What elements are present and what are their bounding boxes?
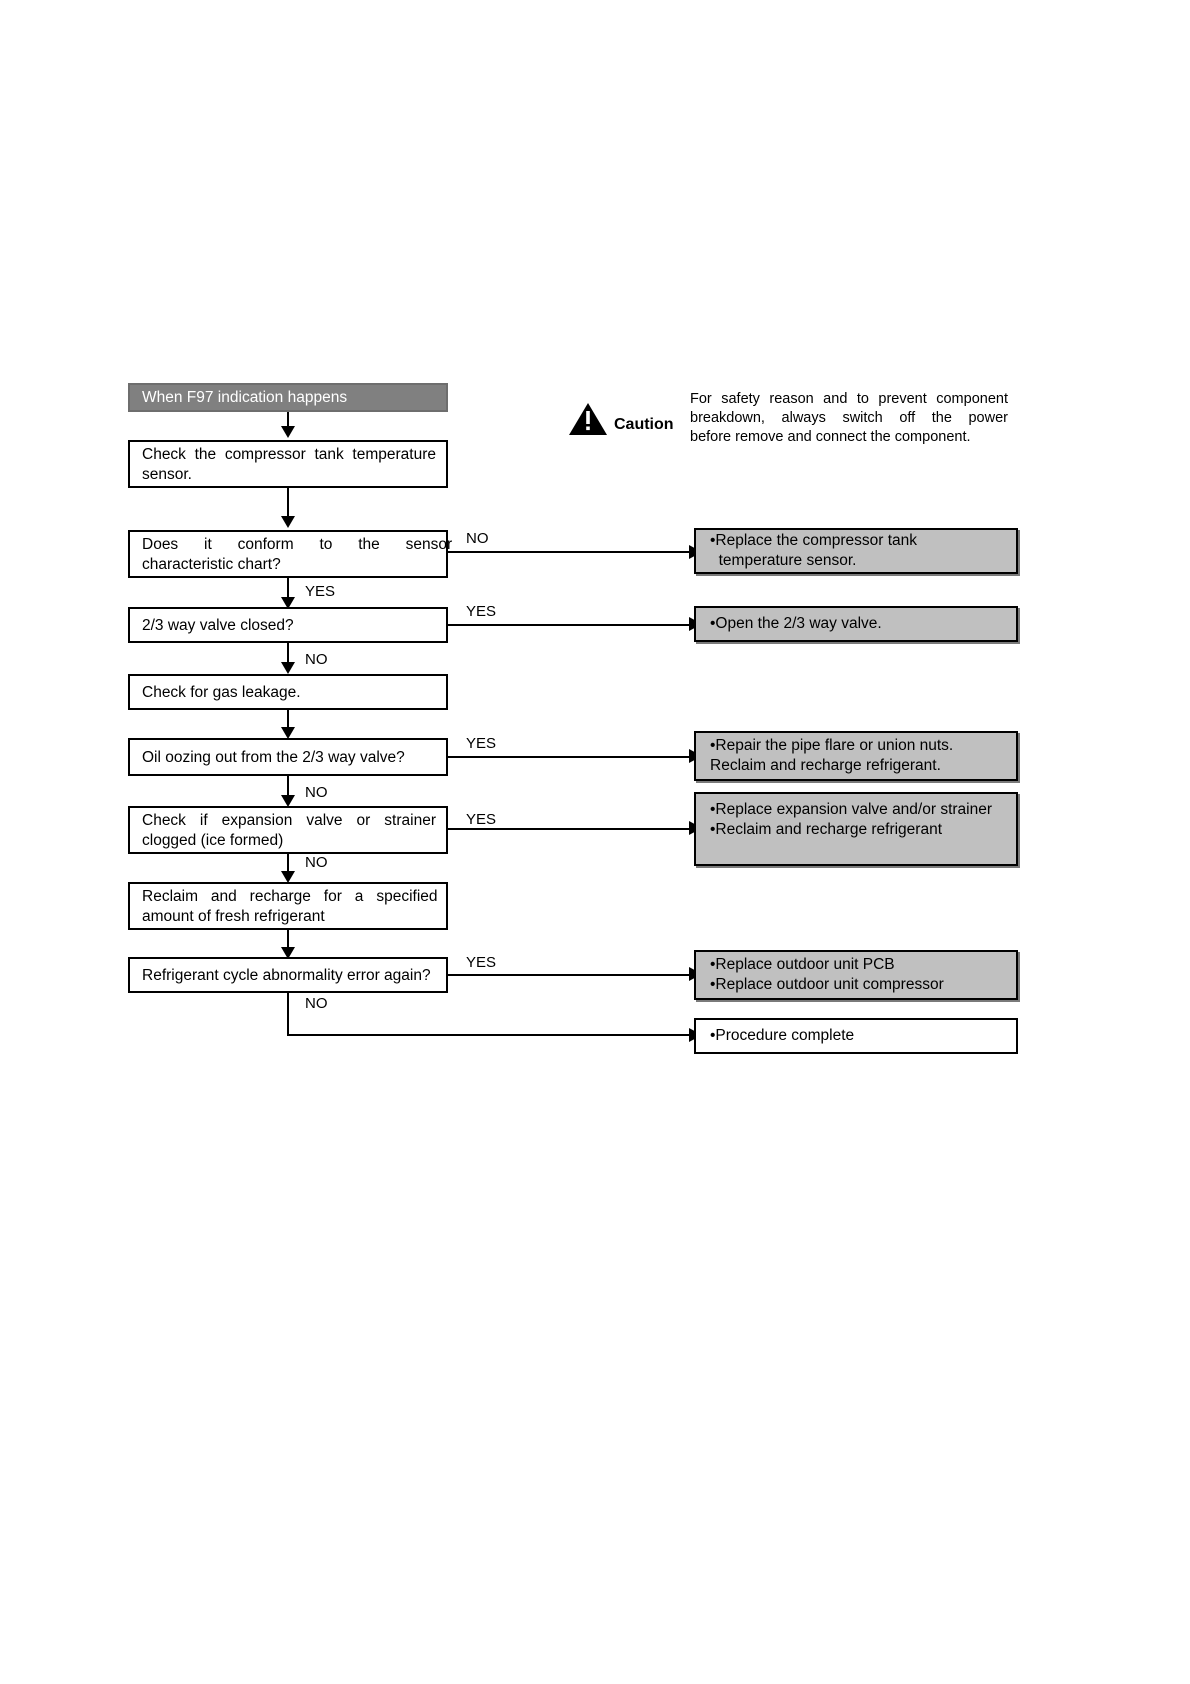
connector-abnormality-yes-horizontal	[448, 974, 691, 976]
action-replace-sensor: •Replace the compressor tank temperature…	[694, 528, 1018, 574]
step-abnormality-again-line-1: Refrigerant cycle abnormality error agai…	[142, 967, 431, 985]
step-oil-oozing: Oil oozing out from the 2/3 way valve?	[128, 738, 448, 776]
connector-abnormality-no-horizontal	[287, 1034, 691, 1036]
arrowhead-conform-yes	[281, 597, 295, 609]
action-replace-expansion-valve-line-2: •Reclaim and recharge refrigerant	[710, 821, 943, 839]
connector-conform-yes-vertical	[287, 578, 289, 600]
action-procedure-complete: •Procedure complete	[694, 1018, 1018, 1054]
step-valve-closed: 2/3 way valve closed?	[128, 607, 448, 643]
connector-oil-no-vertical	[287, 776, 289, 798]
branch-label-expansion-no: NO	[305, 854, 328, 871]
step-valve-closed-line-1: 2/3 way valve closed?	[142, 617, 294, 635]
step-check-sensor: Check the compressor tank temperature se…	[128, 440, 448, 488]
action-replace-sensor-line-1: •Replace the compressor tank	[710, 531, 918, 549]
connector-valve-no-vertical	[287, 643, 289, 665]
action-repair-pipe-flare-line-2: Reclaim and recharge refrigerant.	[710, 757, 941, 774]
connector-header-to-check-sensor	[287, 412, 289, 428]
flow-header-label: When F97 indication happens	[142, 388, 348, 406]
caution-line-1: For safety reason and to prevent compone…	[690, 391, 1008, 407]
action-replace-expansion-valve-line-1: •Replace expansion valve and/or strainer	[710, 801, 993, 818]
branch-label-expansion-yes: YES	[466, 811, 497, 828]
branch-label-oil-no: NO	[305, 784, 328, 801]
warning-triangle-icon	[568, 402, 608, 436]
action-replace-outdoor-pcb-line-2: •Replace outdoor unit compressor	[710, 976, 944, 993]
step-expansion-clogged-line-1: Check if expansion valve or strainer	[142, 812, 436, 830]
step-oil-oozing-line-1: Oil oozing out from the 2/3 way valve?	[142, 749, 405, 767]
step-conform-chart-line-1: Does it conform to the sensor	[142, 536, 453, 554]
caution-label: Caution	[614, 416, 674, 433]
arrowhead-gas-leak-to-oil	[281, 727, 295, 739]
branch-label-abnormality-yes: YES	[466, 954, 497, 971]
step-abnormality-again: Refrigerant cycle abnormality error agai…	[128, 957, 448, 993]
arrowhead-reclaim-to-abnormality	[281, 947, 295, 959]
action-replace-outdoor-pcb: •Replace outdoor unit PCB •Replace outdo…	[694, 950, 1018, 1000]
action-repair-pipe-flare: •Repair the pipe flare or union nuts. Re…	[694, 731, 1018, 781]
branch-label-abnormality-no: NO	[305, 995, 328, 1012]
action-replace-expansion-valve: •Replace expansion valve and/or strainer…	[694, 792, 1018, 866]
action-replace-outdoor-pcb-line-1: •Replace outdoor unit PCB	[710, 955, 895, 973]
connector-conform-no-horizontal	[448, 551, 691, 553]
step-reclaim-recharge: Reclaim and recharge for a specified amo…	[128, 882, 448, 930]
step-expansion-clogged-line-2: clogged (ice formed)	[142, 832, 284, 849]
step-check-gas-leak: Check for gas leakage.	[128, 674, 448, 710]
arrowhead-oil-no	[281, 795, 295, 807]
step-reclaim-recharge-line-2: amount of fresh refrigerant	[142, 908, 325, 925]
arrowhead-check-sensor-to-conform	[281, 516, 295, 528]
connector-check-sensor-to-conform	[287, 488, 289, 518]
caution-line-2: breakdown, always switch off the power	[690, 410, 1008, 427]
step-check-sensor-line-2: sensor.	[142, 466, 192, 483]
connector-reclaim-to-abnormality	[287, 930, 289, 950]
step-expansion-clogged: Check if expansion valve or strainer clo…	[128, 806, 448, 854]
flow-header-f97: When F97 indication happens	[128, 383, 448, 412]
branch-label-oil-yes: YES	[466, 735, 497, 752]
connector-gas-leak-to-oil	[287, 710, 289, 730]
action-open-valve: •Open the 2/3 way valve.	[694, 606, 1018, 642]
action-procedure-complete-line-1: •Procedure complete	[710, 1026, 855, 1044]
arrowhead-expansion-no	[281, 871, 295, 883]
action-open-valve-line-1: •Open the 2/3 way valve.	[710, 614, 882, 632]
action-replace-sensor-line-2: temperature sensor.	[710, 552, 857, 569]
arrowhead-header-to-check-sensor	[281, 426, 295, 438]
connector-abnormality-no-vertical	[287, 993, 289, 1036]
connector-expansion-yes-horizontal	[448, 828, 691, 830]
caution-text: For safety reason and to prevent compone…	[690, 390, 1008, 447]
branch-label-valve-yes: YES	[466, 603, 497, 620]
branch-label-conform-no: NO	[466, 530, 489, 547]
connector-valve-yes-horizontal	[448, 624, 691, 626]
caution-block: Caution	[568, 396, 1028, 436]
branch-label-conform-yes: YES	[305, 583, 336, 600]
step-conform-chart-line-2: characteristic chart?	[142, 556, 281, 573]
connector-expansion-no-vertical	[287, 854, 289, 874]
step-check-sensor-line-1: Check the compressor tank temperature	[142, 446, 436, 464]
step-reclaim-recharge-line-1: Reclaim and recharge for a specified	[142, 888, 438, 906]
caution-icon-group: Caution	[568, 402, 674, 436]
branch-label-valve-no: NO	[305, 651, 328, 668]
action-repair-pipe-flare-line-1: •Repair the pipe flare or union nuts.	[710, 736, 954, 754]
caution-line-3: before remove and connect the component.	[690, 429, 971, 446]
step-check-gas-leak-line-1: Check for gas leakage.	[142, 684, 301, 702]
step-conform-chart: Does it conform to the sensor characteri…	[128, 530, 453, 578]
arrowhead-valve-no	[281, 662, 295, 674]
connector-oil-yes-horizontal	[448, 756, 691, 758]
